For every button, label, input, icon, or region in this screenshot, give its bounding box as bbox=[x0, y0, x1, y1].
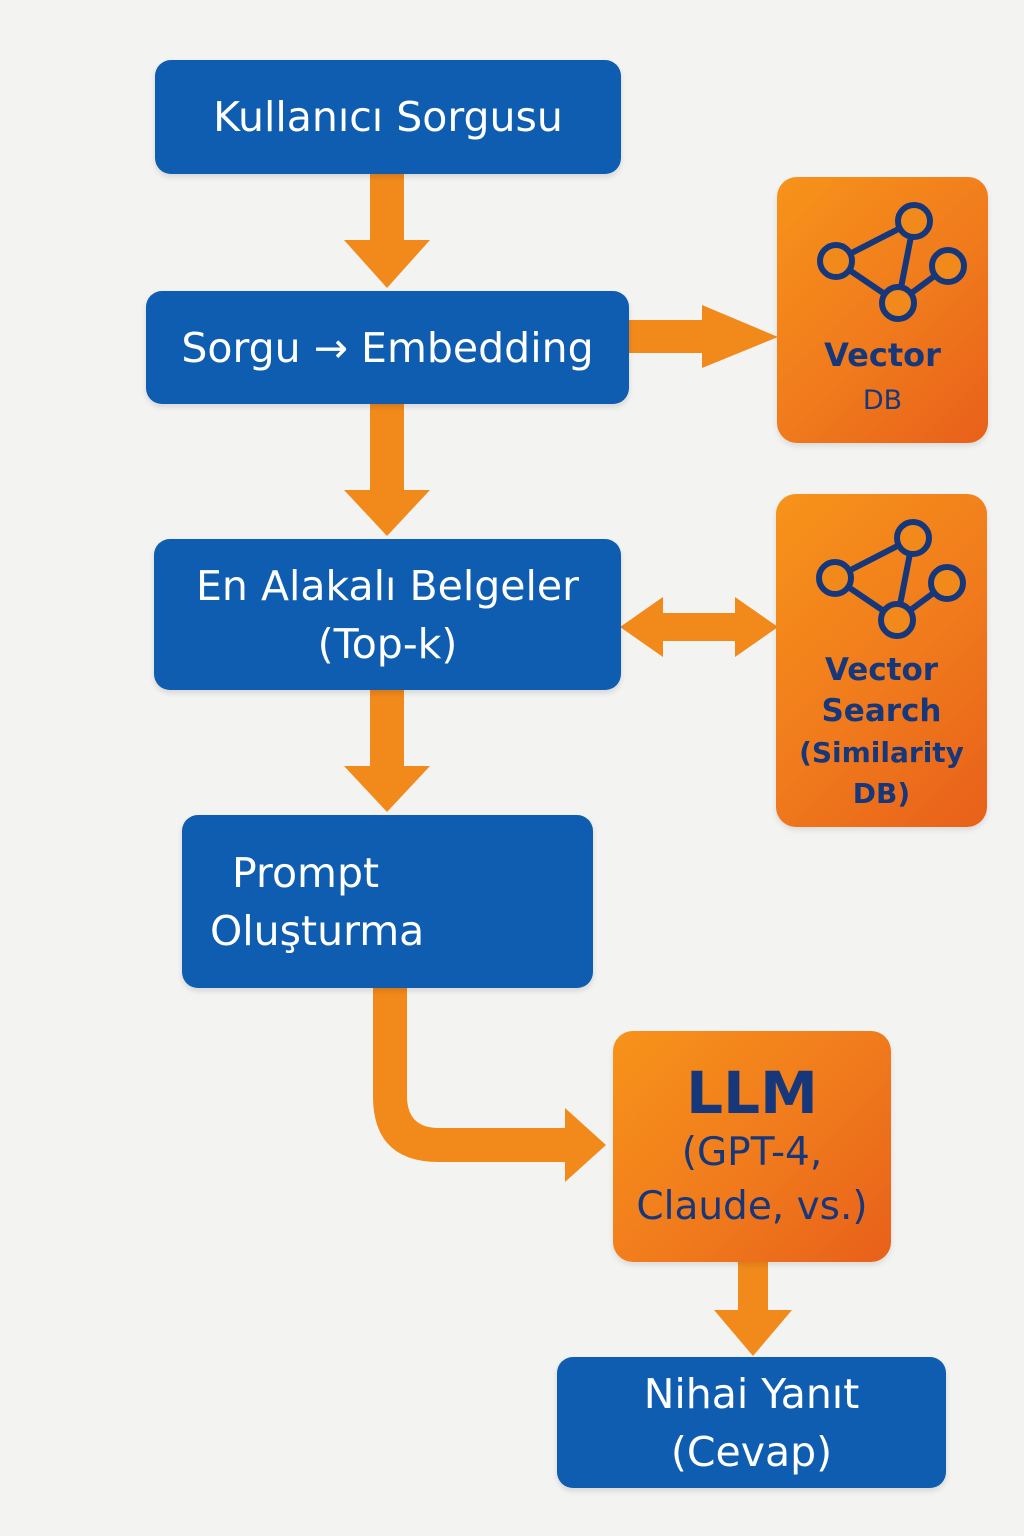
step-prompt-build: Prompt Oluşturma bbox=[182, 815, 593, 988]
step-llm-line-3: Claude, vs.) bbox=[636, 1183, 868, 1229]
node-vector-search-line-2: Search bbox=[821, 693, 942, 729]
arrow-prompt-to-llm bbox=[373, 988, 606, 1182]
arrow-top-docs-to-prompt bbox=[344, 690, 430, 812]
step-llm: LLM (GPT-4, Claude, vs.) bbox=[613, 1031, 891, 1262]
network-graph-icon bbox=[816, 202, 967, 322]
node-vector-db-label: Vector DB bbox=[824, 331, 941, 423]
node-vector-search: Vector Search (Similarity DB) bbox=[776, 494, 987, 827]
arrow-top-docs-vector-search-bidirectional bbox=[620, 597, 778, 657]
step-top-documents-line-1: En Alakalı Belgeler bbox=[196, 561, 579, 610]
node-vector-db: Vector DB bbox=[777, 177, 988, 443]
arrow-query-to-embedding bbox=[344, 174, 430, 288]
node-vector-search-line-3: (Similarity bbox=[799, 736, 964, 769]
step-prompt-build-line-1: Prompt bbox=[232, 848, 380, 897]
node-vector-db-line-2: DB bbox=[862, 385, 903, 416]
node-vector-search-line-1: Vector bbox=[824, 652, 939, 688]
node-vector-db-line-1: Vector bbox=[824, 336, 941, 374]
step-query-embedding: Sorgu → Embedding bbox=[146, 291, 629, 404]
arrow-embedding-to-top-docs bbox=[344, 404, 430, 536]
step-llm-line-2: (GPT-4, bbox=[681, 1129, 823, 1175]
network-graph-icon bbox=[815, 519, 966, 639]
step-prompt-build-line-2: Oluşturma bbox=[210, 906, 425, 955]
step-top-documents-line-2: (Top-k) bbox=[317, 619, 458, 668]
step-user-query: Kullanıcı Sorgusu bbox=[155, 60, 621, 174]
step-llm-line-1: LLM bbox=[686, 1058, 818, 1127]
step-final-answer-line-2: (Cevap) bbox=[670, 1427, 833, 1476]
step-query-embedding-line-1: Sorgu → Embedding bbox=[181, 323, 594, 372]
arrow-embedding-to-vector-db bbox=[628, 305, 778, 368]
node-vector-search-line-4: DB) bbox=[852, 777, 911, 810]
step-final-answer-line-1: Nihai Yanıt bbox=[643, 1369, 860, 1418]
step-user-query-line-1: Kullanıcı Sorgusu bbox=[213, 93, 563, 141]
node-vector-search-label: Vector Search (Similarity DB) bbox=[799, 650, 964, 814]
step-final-answer: Nihai Yanıt (Cevap) bbox=[557, 1357, 946, 1488]
step-top-documents: En Alakalı Belgeler (Top-k) bbox=[154, 539, 621, 690]
arrow-llm-to-final-answer bbox=[714, 1262, 792, 1356]
